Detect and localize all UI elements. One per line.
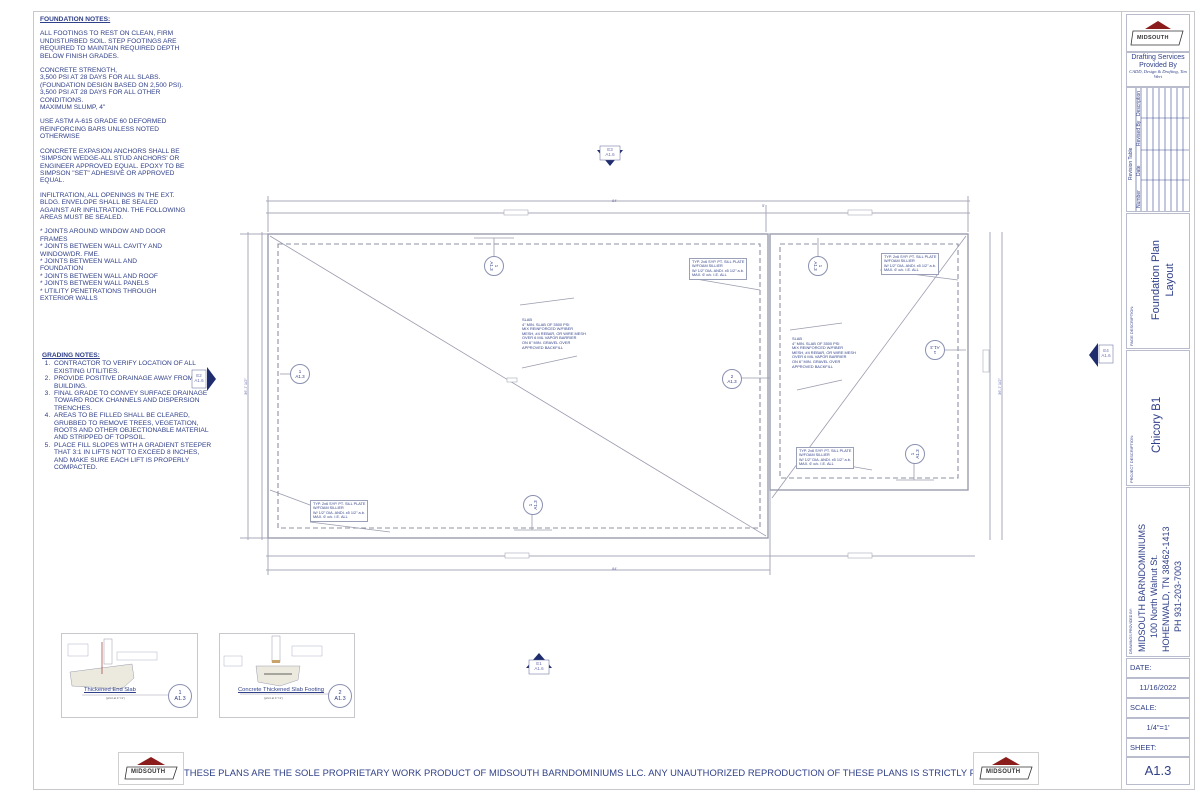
scale-value-cell: 1/4"=1' <box>1126 718 1190 738</box>
section-tag-1[interactable]: 1 A1.3 <box>808 256 828 276</box>
project-description: Chicory B1 <box>1151 396 1163 453</box>
foundation-note: CONCRETE STRENGTH, 3,500 PSI AT 28 DAYS … <box>40 67 184 112</box>
midsouth-logo-icon <box>124 757 178 780</box>
company-info-cell: DRAWINGS PROVIDED BY: MIDSOUTH BARNDOMIN… <box>1126 487 1190 657</box>
grading-notes: GRADING NOTES: CONTRACTOR TO VERIFY LOCA… <box>42 352 212 472</box>
title-block-border <box>1121 11 1195 790</box>
detail-scale-note: (print at 1"=1') <box>106 696 125 700</box>
sill-plate-callout: TYP. 2x6 SYP. PT. SILL PLATE W/FOAM SILL… <box>689 258 748 280</box>
foundation-note: CONCRETE EXPASION ANCHORS SHALL BE 'SIMP… <box>40 147 185 185</box>
sheet-label-cell: SHEET: <box>1126 738 1190 757</box>
sheet-value: A1.3 <box>1144 763 1172 778</box>
midsouth-logo-icon <box>979 757 1033 780</box>
footer-disclaimer: THESE PLANS ARE THE SOLE PROPRIETARY WOR… <box>184 767 1031 778</box>
detail-tag: 2 A1.3 <box>328 684 352 708</box>
sill-plate-callout: TYP. 2x6 SYP. PT. SILL PLATE W/FOAM SILL… <box>881 253 940 275</box>
grading-note: PLACE FILL SLOPES WITH A GRADIENT STEEPE… <box>52 442 212 472</box>
company-phone: PH 931-203-7003 <box>1173 560 1183 632</box>
revision-table: Revision Table Number Date Revised By De… <box>1126 87 1190 212</box>
detail-concrete-thickened-slab-footing[interactable]: Concrete Thickened Slab Footing (print a… <box>219 633 355 718</box>
section-tag-1[interactable]: 1 A1.3 <box>925 340 945 360</box>
elevation-marker-left[interactable]: E2 A1.6 <box>194 373 204 383</box>
company-name: MIDSOUTH BARNDOMINIUMS <box>1137 524 1147 652</box>
date-value: 11/16/2022 <box>1139 683 1177 692</box>
sill-plate-callout: TYP. 2x6 SYP. PT. SILL PLATE W/FOAM SILL… <box>310 500 369 522</box>
detail-title: Thickened End Slab <box>84 687 136 693</box>
foundation-note: INFILTRATION, ALL OPENINGS IN THE EXT. B… <box>40 191 186 221</box>
foundation-notes-title: FOUNDATION NOTES: <box>40 16 111 23</box>
project-description-cell: PROJECT DESCRIPTION: Chicory B1 <box>1126 350 1190 486</box>
footer-logo-left: MIDSOUTH <box>118 752 184 785</box>
company-city: HOHENWALD, TN 38462-1413 <box>1161 526 1171 652</box>
scale-label-cell: SCALE: <box>1126 698 1190 718</box>
company-address: 100 North Walnut St. <box>1149 554 1159 638</box>
small-dimension: 5' <box>762 203 765 208</box>
foundation-notes: FOUNDATION NOTES: ALL FOOTINGS TO REST O… <box>40 16 220 309</box>
sheet-label: SHEET: <box>1130 743 1157 752</box>
width-dimension-left: 36'-7 1/2" <box>243 378 248 395</box>
revision-col-number: Number <box>1136 190 1142 208</box>
detail-thickened-end-slab[interactable]: Thickened End Slab (print at 1"=1') 1 A1… <box>61 633 198 718</box>
detail-scale-note: (print at 1"=1') <box>264 696 283 700</box>
title-block-logo: MIDSOUTH <box>1126 14 1190 52</box>
grading-note: CONTRACTOR TO VERIFY LOCATION OF ALL EXI… <box>52 360 212 375</box>
slab-note-right: SLAB 4" MIN. SLAB OF 3500 PSI MIX REINFO… <box>792 336 856 369</box>
project-description-label: PROJECT DESCRIPTION: <box>1129 434 1134 483</box>
section-tag-1[interactable]: 1 A1.3 <box>905 444 925 464</box>
revision-table-title: Revision Table <box>1128 147 1134 180</box>
grading-note: FINAL GRADE TO CONVEY SURFACE DRAINAGE T… <box>52 390 212 412</box>
date-value-cell: 11/16/2022 <box>1126 678 1190 698</box>
grading-notes-title: GRADING NOTES: <box>42 352 100 359</box>
overall-dimension-bottom: 84' <box>612 566 618 571</box>
elevation-marker-bottom[interactable]: E1 A1.6 <box>534 661 544 671</box>
section-tag-2[interactable]: 2 A1.3 <box>722 369 742 389</box>
footer-logo-right: MIDSOUTH <box>973 752 1039 785</box>
elevation-marker-right[interactable]: E4 A1.6 <box>1101 348 1111 358</box>
midsouth-logo-icon <box>1130 21 1184 46</box>
width-dimension-right: 36'-7 1/2" <box>997 378 1002 395</box>
scale-label: SCALE: <box>1130 703 1157 712</box>
elevation-marker-top[interactable]: E3 A1.6 <box>605 147 615 157</box>
revision-col-revised-by: Revised By <box>1136 120 1142 146</box>
foundation-note: USE ASTM A-615 GRADE 60 DEFORMED REINFOR… <box>40 118 167 141</box>
date-label: DATE: <box>1130 663 1152 672</box>
date-label-cell: DATE: <box>1126 658 1190 678</box>
slab-note-left: SLAB 4" MIN. SLAB OF 3500 PSI MIX REINFO… <box>522 317 586 350</box>
overall-dimension-top: 84' <box>612 198 618 203</box>
section-tag-1[interactable]: 1 A1.3 <box>523 495 543 515</box>
detail-title: Concrete Thickened Slab Footing <box>238 687 324 693</box>
foundation-note: ALL FOOTINGS TO REST ON CLEAN, FIRM UNDI… <box>40 30 180 60</box>
drafting-services: Drafting Services Provided By CADD, Desi… <box>1126 52 1190 87</box>
section-tag-1[interactable]: 1 A1.3 <box>290 364 310 384</box>
scale-value: 1/4"=1' <box>1146 723 1170 732</box>
grading-note: PROVIDE POSITIVE DRAINAGE AWAY FROM BUIL… <box>52 375 212 390</box>
revision-col-date: Date <box>1136 165 1142 176</box>
revision-col-description: Description <box>1136 90 1142 116</box>
section-tag-1[interactable]: 1 A1.3 <box>484 256 504 276</box>
sill-plate-callout: TYP. 2x6 SYP. PT. SILL PLATE W/FOAM SILL… <box>796 447 855 469</box>
detail-tag: 1 A1.3 <box>168 684 192 708</box>
grading-note: AREAS TO BE FILLED SHALL BE CLEARED, GRU… <box>52 412 212 442</box>
sheet-value-cell: A1.3 <box>1126 757 1190 785</box>
foundation-note: * JOINTS AROUND WINDOW AND DOOR FRAMES *… <box>40 228 166 302</box>
drawings-by-label: DRAWINGS PROVIDED BY: <box>1129 608 1133 654</box>
page-description: Foundation Plan Layout <box>1150 239 1176 321</box>
page-description-cell: PAGE DESCRIPTION: Foundation Plan Layout <box>1126 213 1190 349</box>
page-description-label: PAGE DESCRIPTION: <box>1129 305 1134 346</box>
